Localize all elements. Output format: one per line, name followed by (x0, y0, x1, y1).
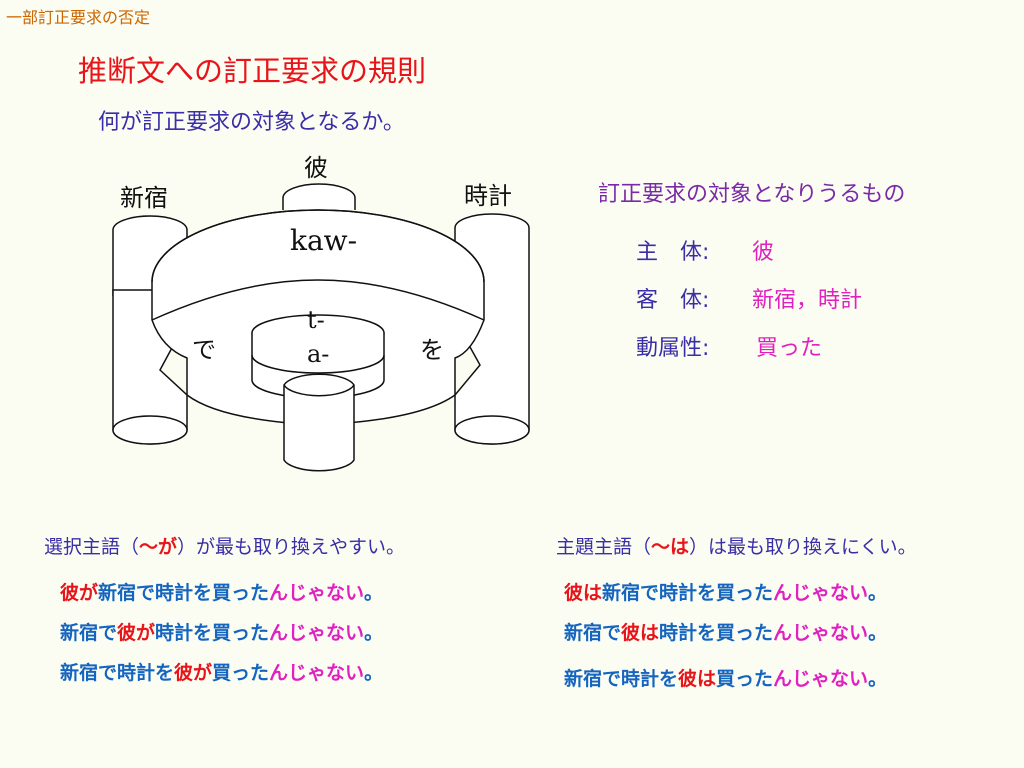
example-segment: んじゃない (269, 582, 365, 604)
example-segment: 。 (868, 622, 888, 644)
info-value-attribute: 買った (756, 336, 823, 361)
diagram-particle-left: で (192, 336, 216, 364)
example-segment: 新宿で時計を買った (98, 582, 270, 604)
example-segment: んじゃない (773, 622, 869, 644)
example-segment: 時計を買った (155, 622, 270, 644)
example-segment: 彼が (174, 662, 213, 684)
slide-title: 推断文への訂正要求の規則 (78, 54, 427, 88)
example-segment: 彼は (678, 668, 717, 690)
diagram-particle-right: を (420, 336, 444, 364)
diagram-label-left: 新宿 (120, 184, 168, 212)
structure-diagram: 彼 新宿 時計 kaw- t- a- で を (100, 140, 560, 490)
diagram-label-ring: kaw- (290, 224, 358, 257)
left-cylinder-base (112, 415, 188, 445)
info-label-attribute: 動属性: (636, 336, 710, 361)
right-example-3: 新宿で時計を彼は買ったんじゃない。 (564, 664, 887, 691)
example-segment: んじゃない (773, 668, 869, 690)
slide-subtitle: 何が訂正要求の対象となるか。 (98, 110, 405, 135)
example-segment: 新宿で (564, 622, 622, 644)
example-segment: 彼が (60, 582, 99, 604)
example-segment: 彼は (621, 622, 660, 644)
example-segment: 彼が (117, 622, 156, 644)
diagram-label-inner-2: a- (307, 340, 330, 368)
example-segment: んじゃない (773, 582, 869, 604)
bottom-cylinder-rim (283, 384, 355, 397)
bottom-cylinder (283, 373, 355, 472)
inner-cylinder-band (251, 354, 385, 374)
example-segment: 。 (364, 622, 384, 644)
diagram-label-inner-1: t- (307, 306, 325, 334)
example-segment: 買った (716, 668, 774, 690)
right-cylinder-base (454, 415, 530, 445)
right-example-1: 彼は新宿で時計を買ったんじゃない。 (564, 578, 887, 605)
info-label-object: 客 体: (636, 288, 710, 313)
diagram-label-right: 時計 (464, 182, 512, 210)
example-segment: 新宿で時計を (564, 668, 679, 690)
diagram-label-top: 彼 (304, 154, 328, 182)
left-section-heading: 選択主語（～が）が最も取り換えやすい。 (44, 536, 406, 558)
example-segment: 。 (364, 582, 384, 604)
top-cylinder (282, 183, 356, 210)
info-value-subject: 彼 (752, 240, 775, 265)
right-section-heading: 主題主語（～は）は最も取り換えにくい。 (556, 536, 917, 558)
left-example-1: 彼が新宿で時計を買ったんじゃない。 (60, 578, 383, 605)
left-example-2: 新宿で彼が時計を買ったんじゃない。 (60, 618, 383, 645)
example-segment: 時計を買った (659, 622, 774, 644)
right-example-2: 新宿で彼は時計を買ったんじゃない。 (564, 618, 887, 645)
disk-inner-cutout (151, 279, 485, 321)
example-segment: 新宿で時計を買った (602, 582, 774, 604)
example-segment: 彼は (564, 582, 603, 604)
example-segment: 新宿で (60, 622, 118, 644)
example-segment: 。 (364, 662, 384, 684)
example-segment: 。 (868, 668, 888, 690)
info-title: 訂正要求の対象となりうるもの (598, 182, 906, 207)
example-segment: 買った (212, 662, 270, 684)
slide-header: 一部訂正要求の否定 (6, 8, 151, 27)
left-example-3: 新宿で時計を彼が買ったんじゃない。 (60, 658, 383, 685)
info-label-subject: 主 体: (636, 240, 710, 265)
example-segment: んじゃない (269, 622, 365, 644)
example-segment: 新宿で時計を (60, 662, 175, 684)
example-segment: 。 (868, 582, 888, 604)
disk-rim (151, 209, 485, 283)
cylinder-diagram-svg (112, 183, 530, 472)
example-segment: んじゃない (269, 662, 365, 684)
info-value-object: 新宿，時計 (752, 288, 863, 313)
